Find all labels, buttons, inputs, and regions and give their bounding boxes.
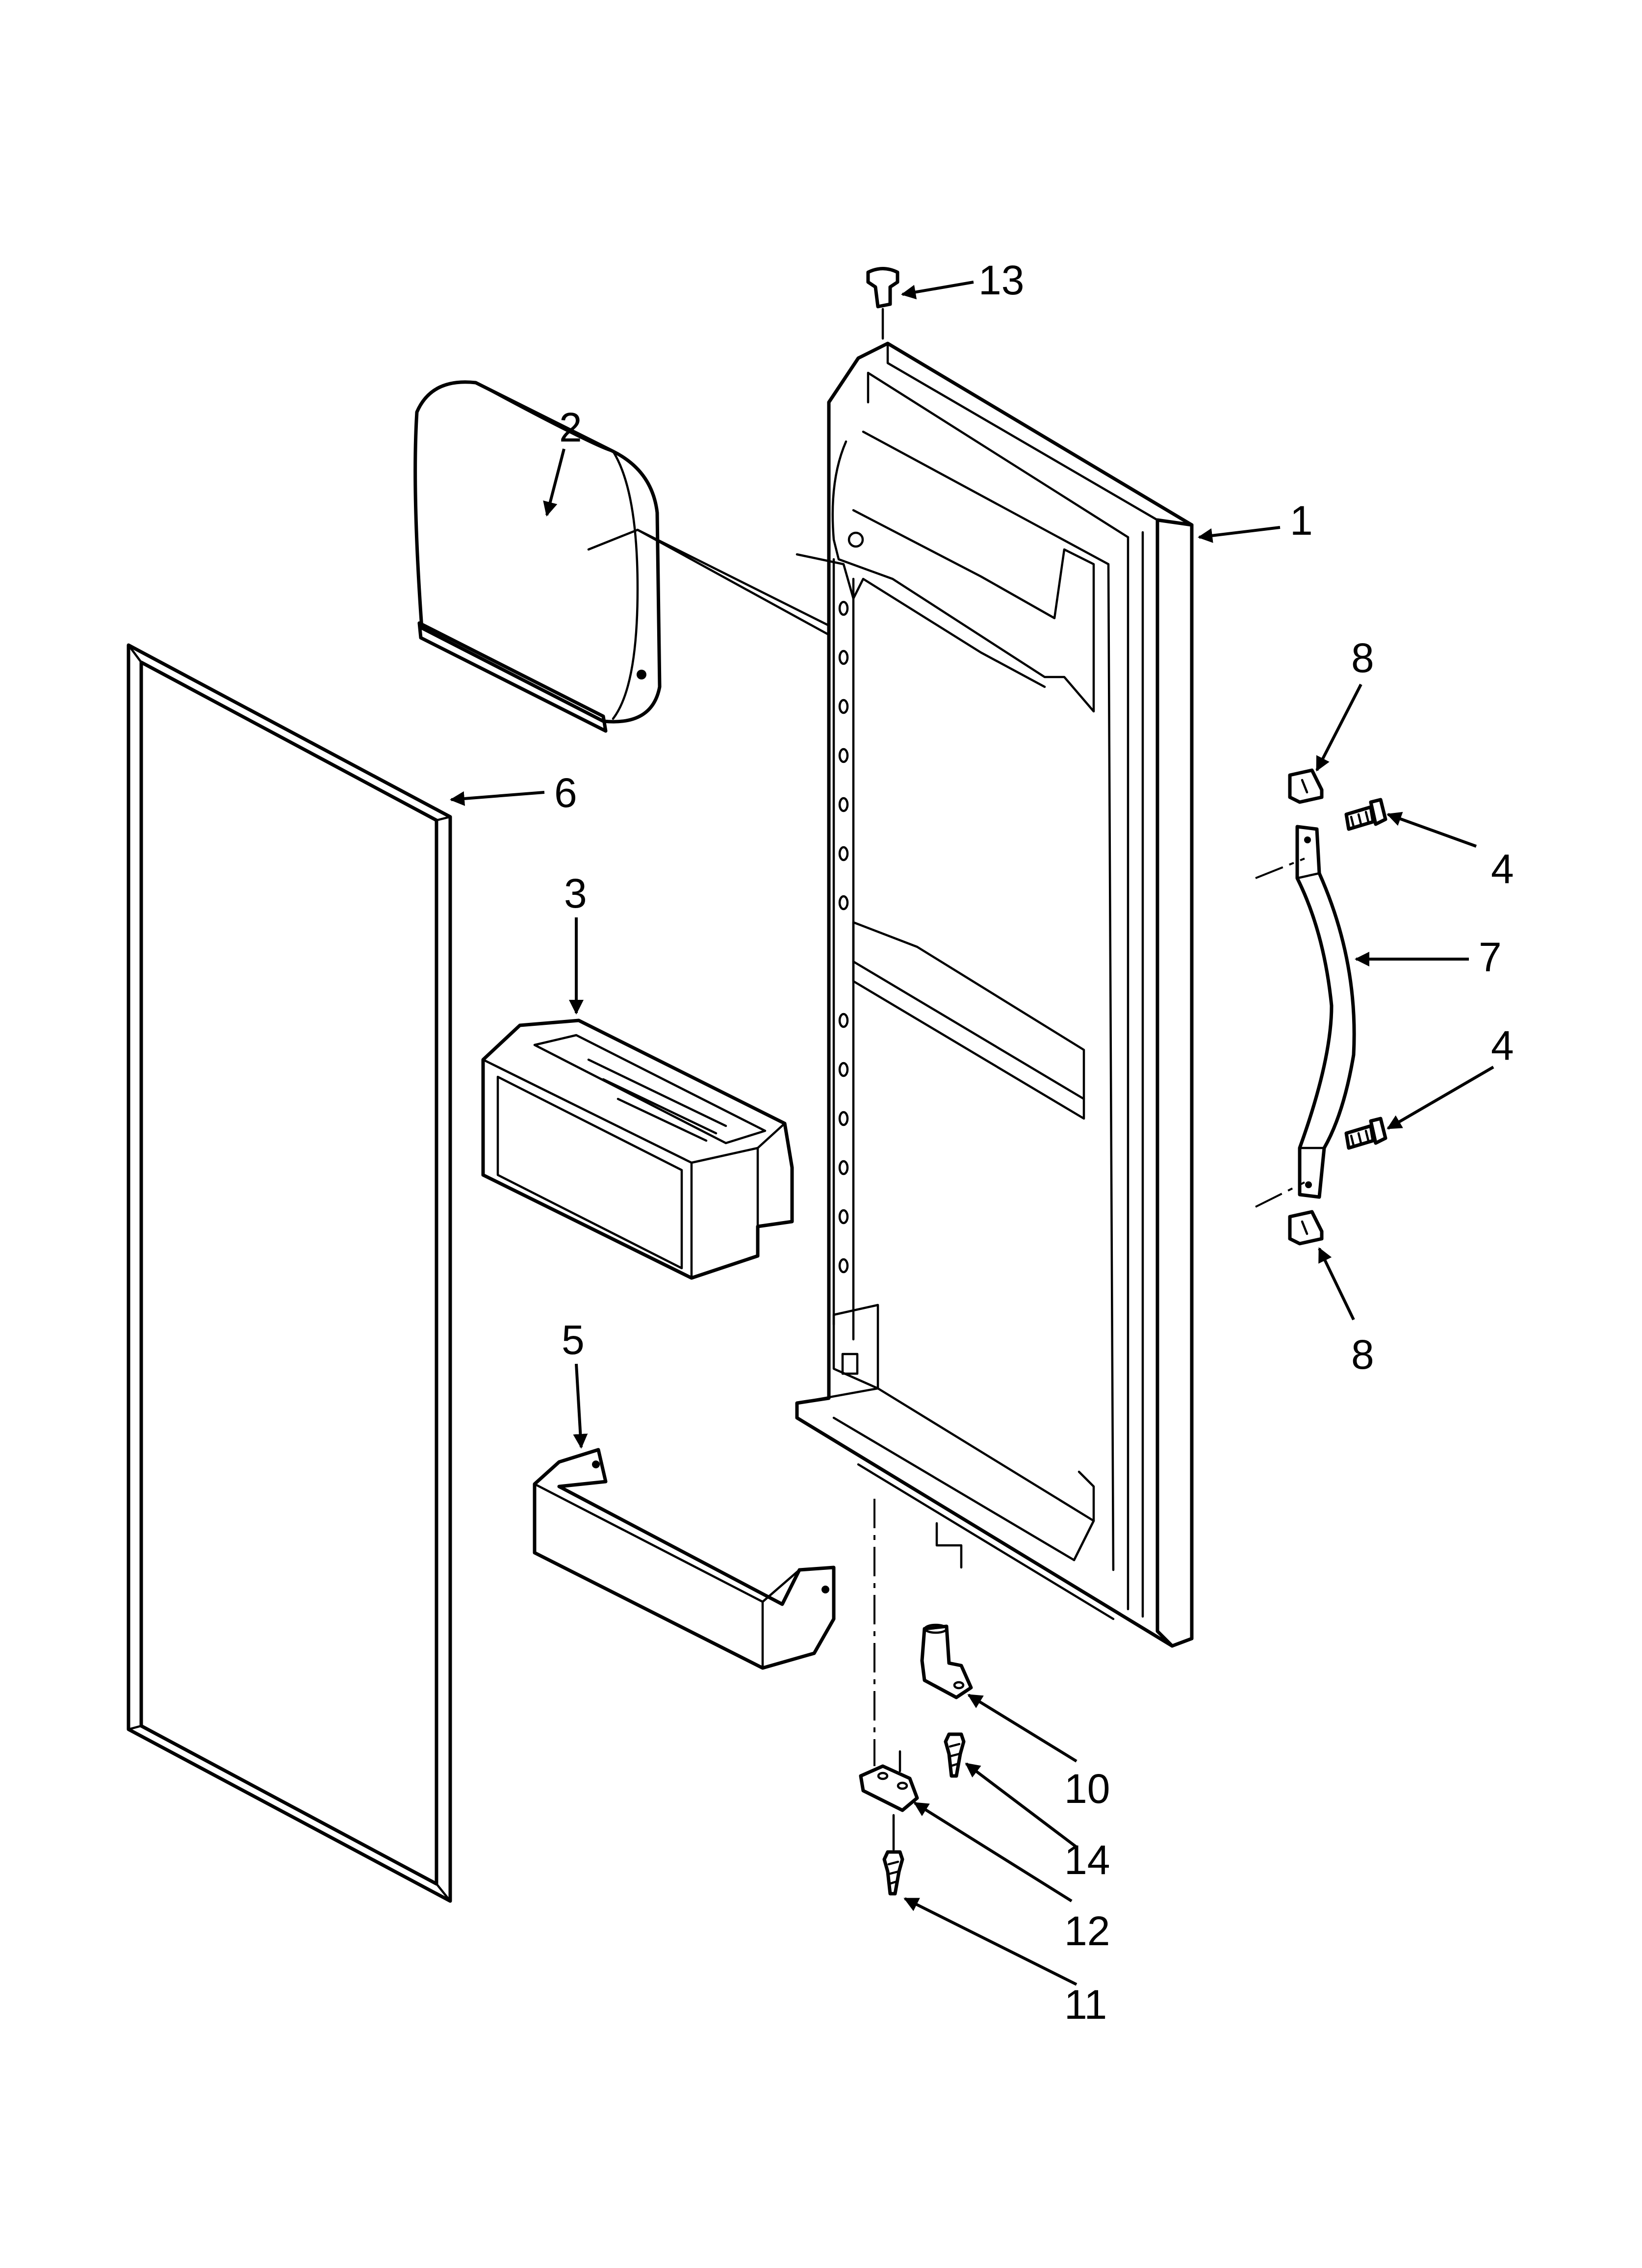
callout-14: 14 (1064, 1837, 1110, 1883)
door-bin-part (481, 1018, 794, 1280)
leader-lines (450, 281, 1494, 1986)
hinge-screw-part (944, 1732, 966, 1778)
leader-8a (1315, 683, 1362, 772)
refrigerator-door-part (795, 341, 1194, 1648)
handle-screw-part-top (1344, 798, 1387, 831)
door-gasket-part (127, 643, 452, 1903)
leader-14 (965, 1762, 1078, 1849)
leader-4a (1386, 812, 1477, 848)
callout-1: 1 (1290, 497, 1313, 544)
door-shelf-bar-part (533, 1448, 836, 1670)
handle-cap-part-top (1288, 768, 1324, 804)
callout-2: 2 (559, 404, 582, 450)
bracket-screw-part (882, 1814, 904, 1896)
leader-11 (903, 1897, 1078, 1986)
leader-2 (543, 448, 565, 517)
shelf-holes (838, 600, 849, 1274)
callout-7: 7 (1479, 934, 1502, 980)
leader-8b (1318, 1247, 1355, 1321)
callout-8b: 8 (1351, 1331, 1374, 1378)
lower-hinge-pin-part (920, 1623, 973, 1699)
dairy-door-part (413, 380, 987, 733)
leader-13 (901, 281, 974, 300)
callout-4b: 4 (1491, 1022, 1514, 1069)
callout-11: 11 (1064, 1981, 1107, 2028)
leader-5 (573, 1363, 588, 1449)
leader-12 (913, 1801, 1073, 1903)
hinge-bracket-part (859, 1499, 919, 1812)
leader-4b (1386, 1066, 1494, 1130)
callout-10: 10 (1064, 1766, 1110, 1812)
handle-screw-part-bottom (1344, 1117, 1387, 1150)
door-handle-part (1255, 825, 1356, 1208)
callout-8a: 8 (1351, 635, 1374, 681)
leader-10 (967, 1694, 1078, 1763)
callout-labels: 1 2 3 4 4 5 6 7 8 8 10 11 12 13 14 (554, 257, 1514, 2028)
handle-cap-part-bottom (1288, 1210, 1324, 1246)
hinge-plug-part (866, 267, 899, 340)
callout-3: 3 (564, 870, 587, 916)
leader-6 (450, 791, 545, 806)
callout-13: 13 (978, 257, 1024, 303)
callout-12: 12 (1064, 1908, 1110, 1954)
callout-4a: 4 (1491, 846, 1514, 892)
leader-1 (1198, 526, 1281, 543)
callout-5: 5 (562, 1317, 585, 1363)
callout-6: 6 (554, 770, 577, 816)
